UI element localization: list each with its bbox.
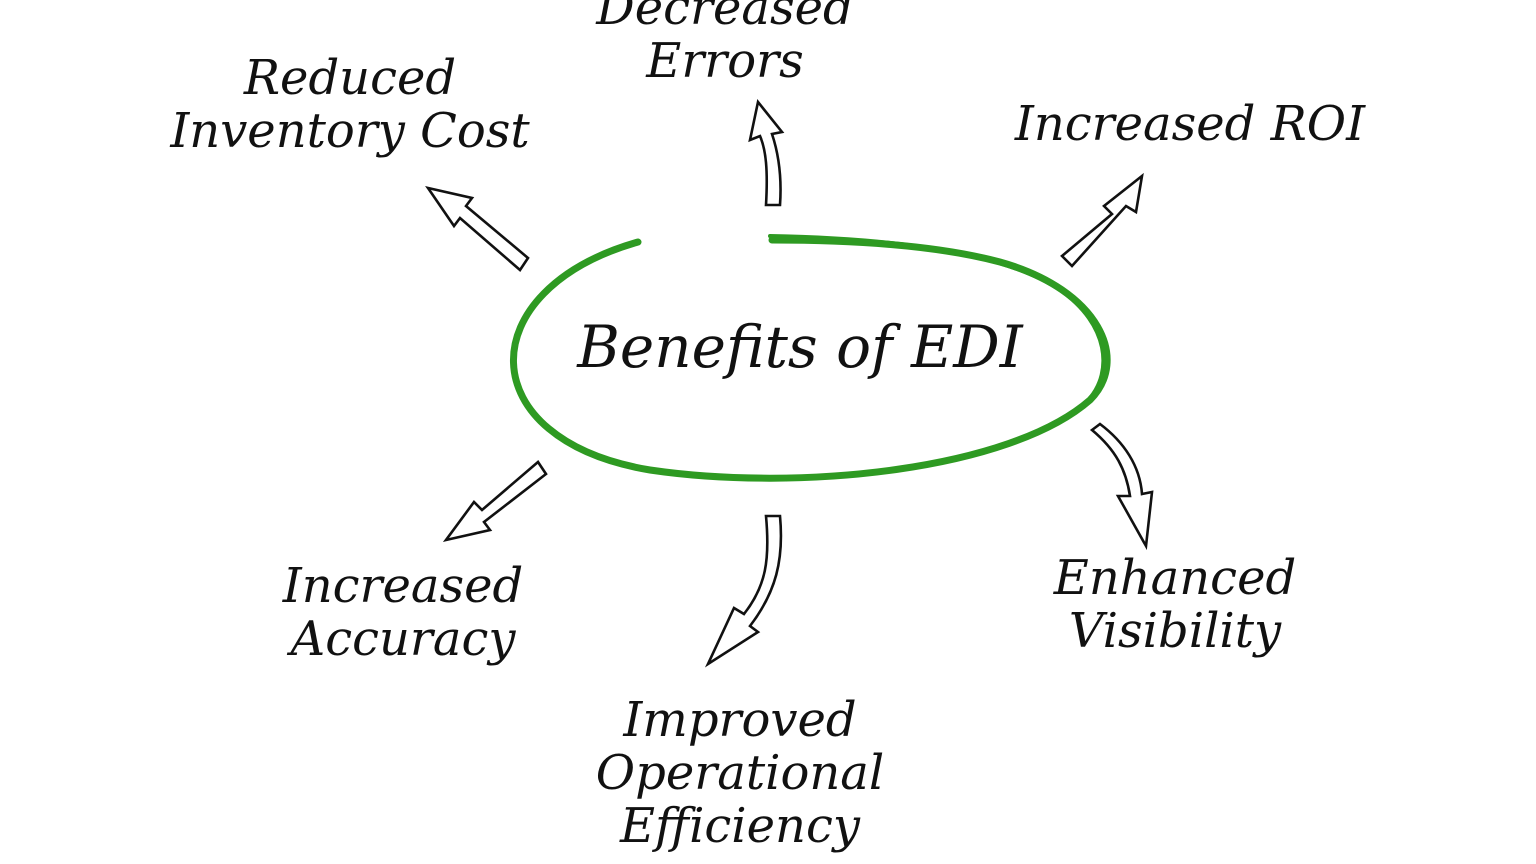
arrow-to-enhanced-visibility (1089, 422, 1154, 551)
benefit-line: Enhanced (1053, 550, 1297, 606)
benefit-line: Increased ROI (1014, 96, 1366, 152)
benefit-increased-roi: Increased ROI (960, 98, 1420, 151)
benefit-line: Inventory Cost (170, 102, 530, 159)
benefit-enhanced-visibility: Enhanced Visibility (1010, 552, 1340, 658)
benefit-line: Visibility (1068, 602, 1282, 659)
benefit-line: Accuracy (290, 610, 516, 667)
benefit-line: Operational (595, 744, 885, 801)
benefit-increased-accuracy: Increased Accuracy (238, 560, 568, 666)
arrow-to-improved-operational-efficiency (704, 514, 783, 668)
arrow-to-increased-roi (1060, 172, 1144, 268)
center-title: Benefits of EDI (577, 313, 1023, 381)
benefit-line: Efficiency (620, 797, 860, 854)
center-ring (510, 234, 1111, 482)
benefit-line: Errors (646, 32, 804, 89)
arrow-to-increased-accuracy (442, 460, 548, 543)
benefit-line: Decreased (596, 0, 854, 36)
benefit-decreased-errors: Decreased Errors (560, 0, 890, 88)
arrow-to-reduced-inventory-cost (425, 185, 530, 272)
benefit-line: Improved (623, 692, 857, 748)
benefit-line: Increased (282, 558, 524, 614)
benefit-reduced-inventory-cost: Reduced Inventory Cost (120, 52, 580, 158)
arrow-to-decreased-errors (748, 99, 785, 207)
benefit-improved-operational-efficiency: Improved Operational Efficiency (540, 694, 940, 852)
benefit-line: Reduced (243, 50, 457, 106)
